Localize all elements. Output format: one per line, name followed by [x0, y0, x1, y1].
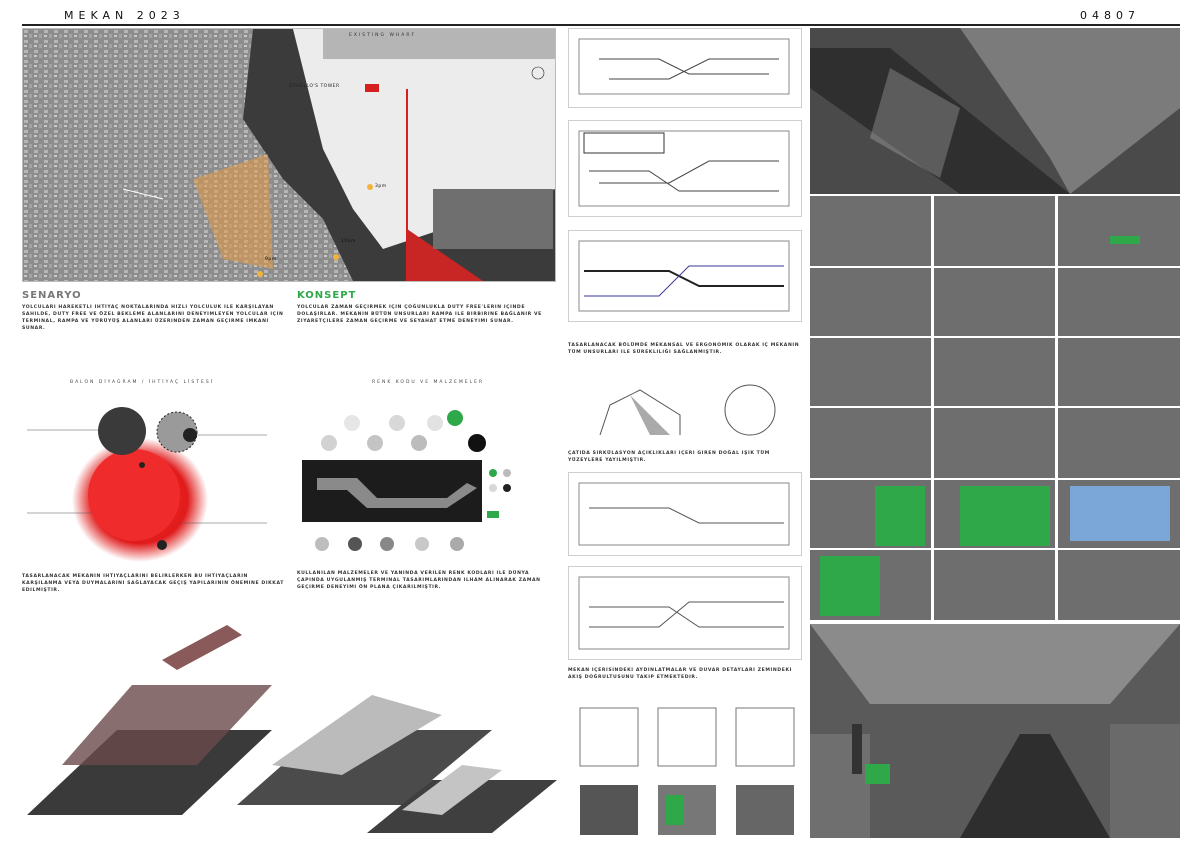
- senaryo-heading: SENARYO: [22, 290, 82, 301]
- floor-plan-1: [568, 28, 802, 108]
- senaryo-text: YOLCULARI HAREKETLI IHTIYAÇ NOKTALARINDA…: [22, 305, 284, 331]
- board-title: MEKAN 2023: [64, 9, 185, 22]
- render-hero: [810, 28, 1180, 194]
- site-map: EXISTING WHARF OTHELLO'S TOWER 3pm 9pm 1…: [22, 28, 556, 282]
- header-rule: [22, 24, 1180, 26]
- middle-text-3: MEKAN IÇERISINDEKI AYDINLATMALAR VE DUVA…: [568, 668, 792, 680]
- konsept-heading: KONSEPT: [297, 290, 357, 301]
- board-code: 04807: [1080, 9, 1140, 22]
- middle-text-1: TASARLANACAK BÖLÜMDE MEKANSAL VE ERGONOM…: [568, 343, 800, 355]
- materials-board: [297, 398, 555, 558]
- materials-text: KULLANILAN MALZEMELER VE YANINDA VERILEN…: [297, 571, 541, 590]
- floor-plan-4: [568, 472, 802, 556]
- detail-plans: [578, 700, 800, 840]
- wharf-label: EXISTING WHARF: [349, 33, 417, 38]
- render-grid: [810, 196, 1180, 620]
- floor-plan-3: [568, 230, 802, 322]
- diagram-heading: BALON DİYAGRAM / İHTİYAÇ LİSTESİ: [70, 380, 215, 385]
- time-label-10am: 10am: [341, 239, 356, 244]
- floor-plan-2: [568, 120, 802, 217]
- axonometric-views: [22, 605, 562, 840]
- diagram-text: TASARLANACAK MEKANIN IHTIYAÇLARINI BELIR…: [22, 574, 285, 593]
- time-label-3pm: 3pm: [375, 184, 387, 189]
- konsept-text: YOLCULAR ZAMAN GEÇIRMEK IÇIN ÇOĞUNLUKLA …: [297, 305, 542, 324]
- render-main: [810, 624, 1180, 838]
- materials-heading: RENK KODU VE MALZEMELER: [372, 380, 485, 385]
- floor-plan-5: [568, 566, 802, 660]
- tower-label: OTHELLO'S TOWER: [289, 84, 340, 89]
- middle-text-2: ÇATIDA SIRKÜLASYON AÇIKLIKLARI IÇERI GIR…: [568, 451, 770, 463]
- balloon-diagram: [22, 395, 287, 565]
- section-drawing: [590, 375, 790, 445]
- time-label-9pm: 9pm: [265, 257, 277, 262]
